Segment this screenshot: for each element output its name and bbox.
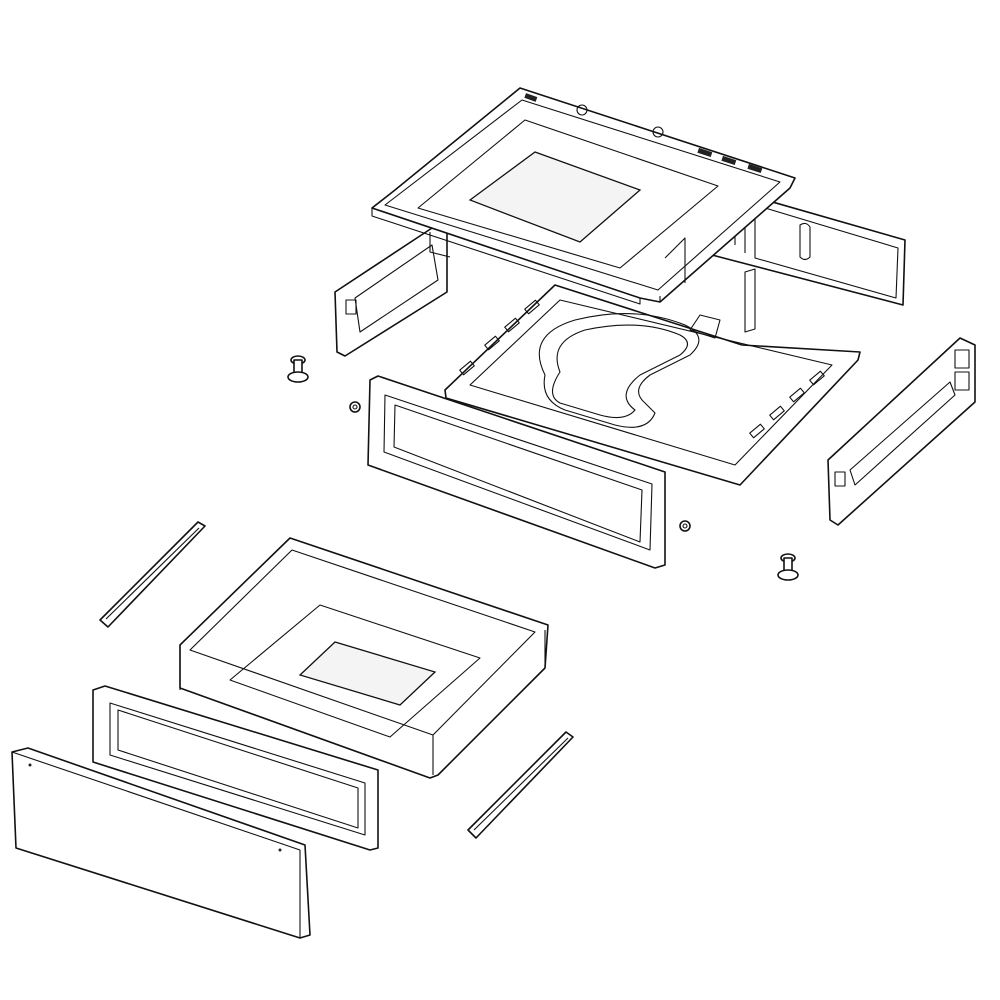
leveling-leg-right — [777, 553, 799, 581]
drawer-front-panel — [11, 747, 311, 939]
leveling-leg-left — [287, 355, 309, 383]
warming-drawer-box — [179, 537, 549, 779]
drawer-front-frame — [92, 685, 379, 851]
front-frame — [367, 375, 666, 569]
nut-right — [679, 520, 691, 532]
drawer-rail-left — [99, 521, 206, 628]
oven-bottom-panel — [371, 87, 796, 305]
tray-slots — [459, 299, 825, 439]
heating-element-tray — [444, 268, 861, 486]
drawer-rail-right — [467, 731, 574, 839]
nut-left — [349, 401, 361, 413]
right-side-panel — [827, 337, 976, 526]
